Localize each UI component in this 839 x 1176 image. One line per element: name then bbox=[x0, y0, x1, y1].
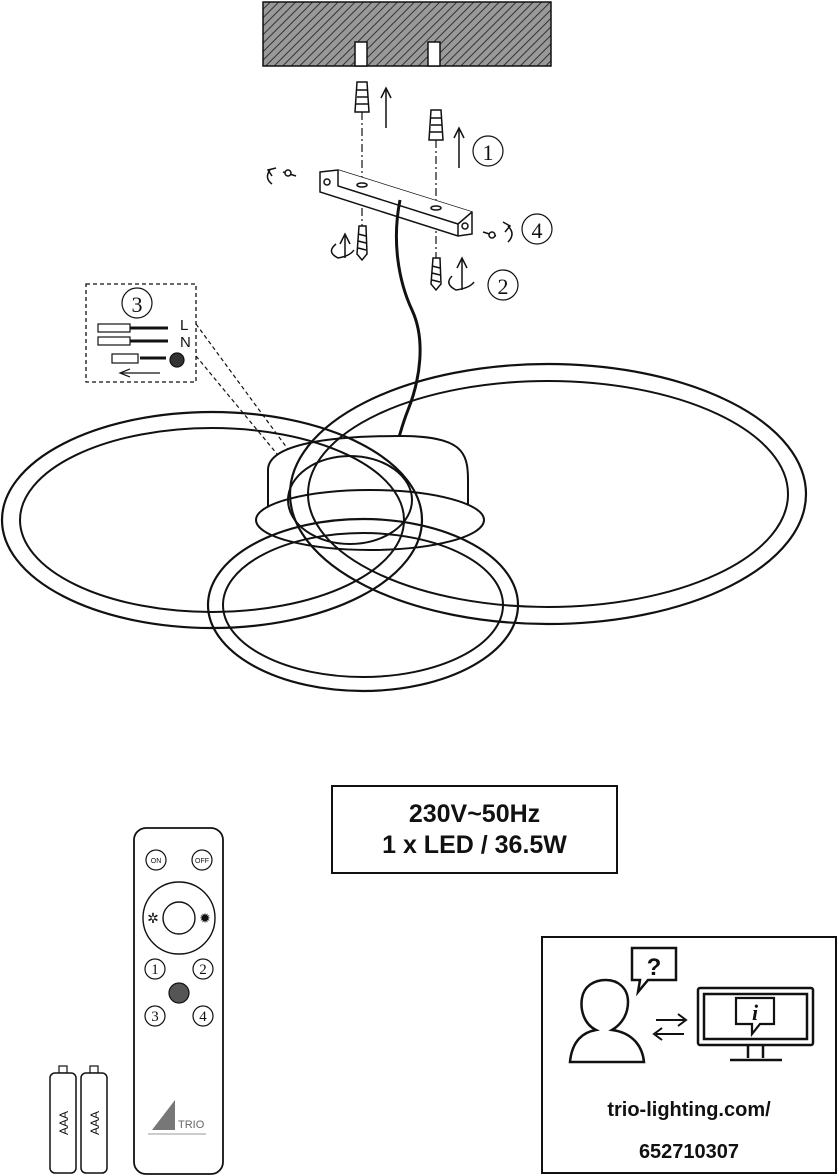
brightness-up-icon: ✹ bbox=[199, 911, 211, 927]
svg-text:4: 4 bbox=[532, 218, 543, 243]
power-cable bbox=[394, 199, 422, 441]
svg-text:OFF: OFF bbox=[195, 858, 209, 865]
svg-text:TRIO: TRIO bbox=[178, 1119, 205, 1131]
support-box: trio-lighting.com/ 652710307 bbox=[541, 936, 837, 1174]
info-bubble-icon bbox=[734, 996, 776, 1038]
support-url[interactable]: trio-lighting.com/ bbox=[607, 1099, 771, 1121]
battery-left: AAA bbox=[49, 1065, 77, 1174]
support-illustration: ? i bbox=[568, 946, 815, 1064]
drill-hole-right bbox=[427, 41, 441, 67]
center-button bbox=[162, 901, 196, 935]
svg-text:AAA: AAA bbox=[57, 1111, 71, 1135]
dowel-left bbox=[354, 81, 370, 113]
svg-text:3: 3 bbox=[151, 1009, 159, 1025]
svg-text:ON: ON bbox=[151, 858, 162, 865]
brightness-down-icon: ✲ bbox=[147, 911, 159, 927]
question-bubble-icon bbox=[630, 946, 678, 997]
lamp-body bbox=[0, 362, 808, 693]
exchange-arrows-icon bbox=[652, 1013, 688, 1041]
arrow-up-icon bbox=[380, 86, 465, 168]
ceiling bbox=[262, 1, 552, 67]
on-button bbox=[145, 849, 167, 871]
svg-text:2: 2 bbox=[199, 962, 207, 978]
off-button bbox=[191, 849, 213, 871]
screw-right bbox=[430, 256, 475, 292]
wiring-detail: 3 L N bbox=[85, 283, 291, 461]
dowel-right bbox=[428, 109, 444, 141]
callout-step2: 2 bbox=[487, 269, 519, 301]
battery-right: AAA bbox=[80, 1065, 108, 1174]
svg-text:?: ? bbox=[647, 954, 662, 981]
night-mode-icon bbox=[168, 982, 190, 1004]
callout-step1: 1 bbox=[472, 135, 504, 167]
svg-text:4: 4 bbox=[199, 1009, 207, 1025]
side-screw-left bbox=[266, 167, 297, 185]
side-screw-right bbox=[482, 221, 513, 243]
drill-hole-left bbox=[354, 41, 368, 67]
support-code: 652710307 bbox=[638, 1141, 740, 1163]
svg-text:1: 1 bbox=[151, 962, 159, 978]
trio-logo-icon bbox=[152, 1100, 175, 1130]
svg-text:1: 1 bbox=[483, 140, 494, 165]
screw-left bbox=[330, 225, 368, 262]
spec-box: 230V~50Hz 1 x LED / 36.5W bbox=[331, 785, 618, 874]
person-icon bbox=[568, 978, 646, 1064]
svg-text:N: N bbox=[180, 334, 191, 351]
svg-text:AAA: AAA bbox=[88, 1111, 102, 1135]
svg-text:3: 3 bbox=[132, 292, 143, 317]
callout-step4: 4 bbox=[521, 213, 553, 245]
remote-control: ON OFF ✲ ✹ 1 2 3 4 TRIO bbox=[133, 827, 224, 1175]
voltage-spec: 230V~50Hz bbox=[408, 799, 541, 828]
svg-text:2: 2 bbox=[498, 274, 509, 299]
svg-text:i: i bbox=[752, 1000, 759, 1025]
svg-text:L: L bbox=[180, 317, 188, 334]
led-spec: 1 x LED / 36.5W bbox=[382, 830, 567, 859]
